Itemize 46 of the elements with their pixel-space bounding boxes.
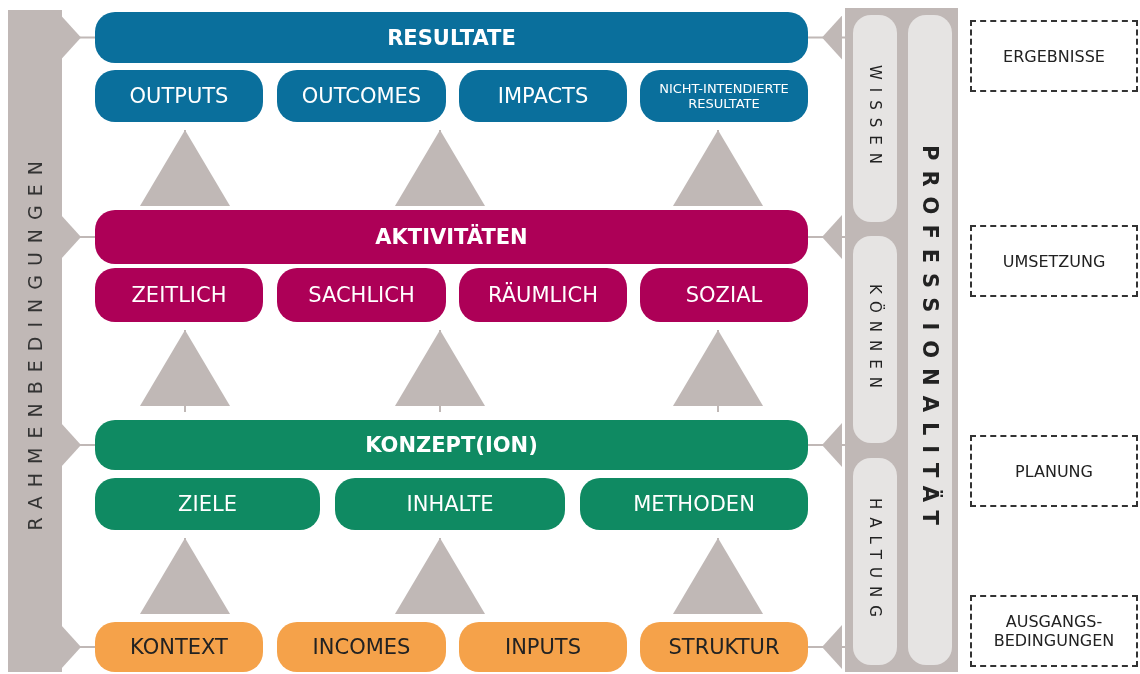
chevron-arrow — [61, 423, 96, 467]
category-pill: ZIELE — [95, 478, 320, 530]
category-pill: INHALTE — [335, 478, 565, 530]
chevron-arrow — [807, 15, 846, 60]
vertical-label-pill: PROFESSIONALITÄT — [908, 15, 952, 665]
triangle-arrow — [395, 537, 485, 615]
category-pill: METHODEN — [580, 478, 808, 530]
chevron-arrow — [61, 15, 96, 60]
category-pill: OUTPUTS — [95, 70, 263, 122]
category-pill: INPUTS — [459, 622, 627, 672]
triangle-arrow — [140, 129, 230, 206]
chevron-arrow — [61, 625, 96, 669]
category-pill: KONTEXT — [95, 622, 263, 672]
triangle-arrow — [673, 537, 763, 615]
side-bar — [8, 10, 62, 672]
header-band: KONZEPT(ION) — [95, 420, 808, 470]
chevron-arrow — [807, 625, 846, 669]
category-pill: NICHT-INTENDIERTE RESULTATE — [640, 70, 808, 122]
chevron-arrow — [61, 215, 96, 259]
vertical-label-pill: HALTUNG — [853, 458, 897, 665]
vertical-label-pill: KÖNNEN — [853, 236, 897, 443]
category-pill: ZEITLICH — [95, 268, 263, 322]
triangle-arrow — [395, 129, 485, 206]
category-pill: SACHLICH — [277, 268, 446, 322]
category-pill: STRUKTUR — [640, 622, 808, 672]
triangle-arrow — [140, 537, 230, 615]
vertical-label-pill: WISSEN — [853, 15, 897, 222]
dashed-box: PLANUNG — [970, 435, 1138, 507]
category-pill: INCOMES — [277, 622, 446, 672]
chevron-arrow — [807, 423, 846, 467]
triangle-arrow — [140, 329, 230, 413]
category-pill: IMPACTS — [459, 70, 627, 122]
category-pill: SOZIAL — [640, 268, 808, 322]
vertical-label: RAHMENBEDINGUNGEN — [24, 151, 46, 531]
dashed-box: AUSGANGS-BEDINGUNGEN — [970, 595, 1138, 667]
category-pill: OUTCOMES — [277, 70, 446, 122]
dashed-box: ERGEBNISSE — [970, 20, 1138, 92]
triangle-arrow — [673, 329, 763, 413]
header-band: RESULTATE — [95, 12, 808, 63]
side-bar — [845, 8, 958, 672]
header-band: AKTIVITÄTEN — [95, 210, 808, 264]
category-pill: RÄUMLICH — [459, 268, 627, 322]
triangle-arrow — [395, 329, 485, 413]
dashed-box: UMSETZUNG — [970, 225, 1138, 297]
chevron-arrow — [807, 215, 846, 259]
triangle-arrow — [673, 129, 763, 206]
